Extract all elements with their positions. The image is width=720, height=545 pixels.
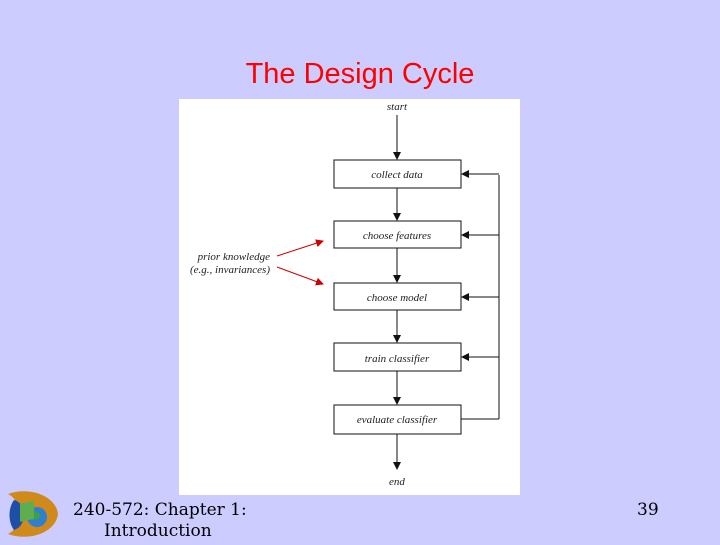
step-label-evaluate-classifier: evaluate classifier: [357, 414, 438, 426]
logo-book-icon: [20, 500, 34, 522]
footer-chapter-name: Introduction: [104, 521, 212, 541]
step-label-choose-model: choose model: [367, 292, 427, 304]
logo-svg: [0, 488, 62, 540]
prior-knowledge-arrow-features: [276, 239, 324, 257]
university-logo: [0, 488, 62, 540]
step-box-collect-data: [333, 159, 462, 189]
design-cycle-diagram: start collect data choose features choos…: [179, 99, 520, 495]
prior-knowledge-line1: prior knowledge: [197, 251, 271, 263]
step-label-choose-features: choose features: [363, 230, 431, 242]
step-box-evaluate-classifier: [333, 404, 462, 435]
step-label-collect-data: collect data: [371, 169, 423, 181]
footer-course-title: 240-572: Chapter 1:: [73, 500, 247, 520]
slide-title: The Design Cycle: [245, 58, 475, 90]
step-label-train-classifier: train classifier: [365, 353, 430, 365]
end-label: end: [389, 476, 405, 488]
step-box-train-classifier: [333, 342, 462, 372]
slide-page-number: 39: [637, 500, 659, 520]
prior-knowledge-arrow-model: [276, 266, 324, 286]
prior-knowledge-line2: (e.g., invariances): [190, 264, 270, 276]
design-cycle-svg: start collect data choose features choos…: [190, 101, 500, 488]
start-label: start: [387, 101, 408, 113]
